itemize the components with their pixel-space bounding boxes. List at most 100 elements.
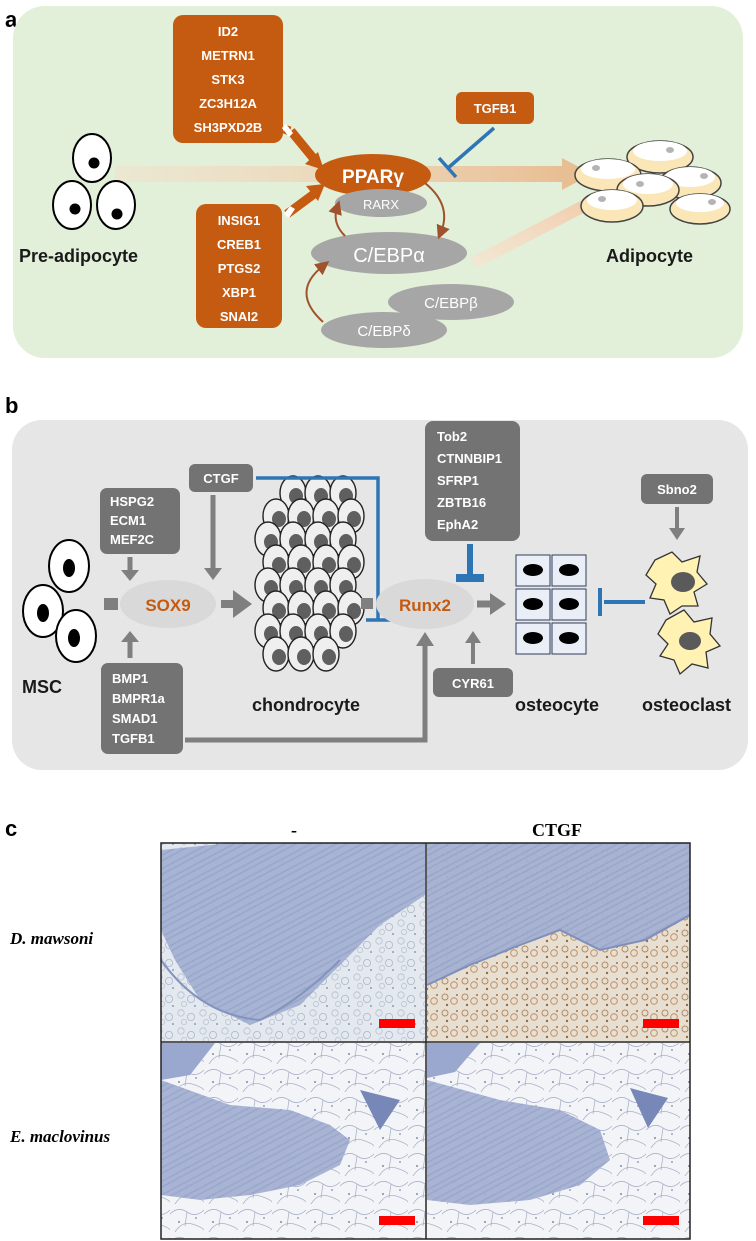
upper-gene-0: ID2 <box>218 24 238 39</box>
panel-letter-c: c <box>5 816 17 841</box>
cebpd-node <box>321 312 447 348</box>
bmp-gene-0: BMP1 <box>112 671 148 686</box>
tob2-gene-0: Tob2 <box>437 429 467 444</box>
chondrocyte-nucleus <box>297 511 311 527</box>
sbno2-arrowhead <box>669 528 685 540</box>
pparg-node <box>315 154 431 196</box>
osteocyte-grid <box>515 554 587 655</box>
cyr61-arrowhead <box>465 631 481 643</box>
sox9-arrows <box>104 495 252 658</box>
tgfb1-inhibition-bar <box>437 156 458 179</box>
upper-gene-2: STK3 <box>211 72 244 87</box>
chondrocyte-nucleus <box>322 649 336 665</box>
cebpa-label: C/EBPα <box>353 245 425 267</box>
chondrocyte-nucleus <box>297 649 311 665</box>
pre-adipocyte-cells <box>52 133 136 230</box>
adipocyte-cells <box>574 140 731 225</box>
micrograph-d-mawsoni-ctgf <box>426 843 691 1041</box>
ctgf-label: CTGF <box>203 471 238 486</box>
bmp-gene-3: TGFB1 <box>112 731 155 746</box>
pre-adipocyte-label: Pre-adipocyte <box>19 246 138 266</box>
ctgf-box <box>189 464 253 492</box>
micrograph-e-maclovinus-ctgf <box>427 1043 690 1239</box>
chondrocyte-nucleus <box>322 603 336 619</box>
activation-arrow-lower <box>284 184 325 218</box>
micrograph-d-mawsoni-control <box>160 843 425 1041</box>
column-label-control: - <box>291 820 297 840</box>
bmp-to-runx2-line <box>185 644 428 743</box>
cebpa-node <box>311 232 467 274</box>
hspg2-gene-1: ECM1 <box>110 513 146 528</box>
sbno2-box <box>641 474 713 504</box>
pparg-to-cebpa-arrow <box>424 182 450 240</box>
bmp-gene-2: SMAD1 <box>112 711 158 726</box>
runx2-label: Runx2 <box>399 596 451 615</box>
upper-gene-1: METRN1 <box>201 48 254 63</box>
chondrocyte-nucleus <box>339 626 353 642</box>
lower-gene-3: XBP1 <box>222 285 256 300</box>
micrograph-e-maclovinus-control <box>161 1043 425 1239</box>
lower-gene-2: PTGS2 <box>218 261 261 276</box>
activation-arrow-upper <box>282 124 324 170</box>
chondrocyte-label: chondrocyte <box>252 695 360 715</box>
upper-gene-box <box>173 15 283 143</box>
chondrocyte-nucleus <box>322 511 336 527</box>
panel-letter-a: a <box>5 7 18 32</box>
sbno2-label: Sbno2 <box>657 482 697 497</box>
rarx-label: RARX <box>363 197 399 212</box>
bmp-box <box>101 663 183 754</box>
bmp-gene-1: BMPR1a <box>112 691 166 706</box>
tgfb1-label: TGFB1 <box>474 101 517 116</box>
chondrocyte-nucleus <box>272 649 286 665</box>
lower-gene-0: INSIG1 <box>218 213 261 228</box>
cebpb-label: C/EBPβ <box>424 295 478 312</box>
lower-gene-4: SNAI2 <box>220 309 258 324</box>
panel-letter-b: b <box>5 393 18 418</box>
panel-a: a Pre-adipocyte <box>5 6 743 358</box>
runx2-to-osteocyte-arrowhead <box>490 593 506 615</box>
cebpd-label: C/EBPδ <box>357 323 410 340</box>
adipocyte-label: Adipocyte <box>606 246 693 266</box>
chondrocyte-nucleus <box>297 603 311 619</box>
chondrocyte-nucleus <box>272 603 286 619</box>
cebpb-node <box>388 284 514 320</box>
tgfb1-inhibition-line <box>446 126 496 170</box>
hspg2-gene-2: MEF2C <box>110 532 155 547</box>
cyr61-box <box>433 668 513 697</box>
chondrocyte-nucleus <box>347 511 361 527</box>
panel-b: b MSC HSPG2 ECM1 MEF2C CTGF BMP1 BMPR1a … <box>5 393 748 770</box>
chondro-to-runx2-stub <box>361 598 373 609</box>
bmp-to-runx2-arrowhead <box>416 632 434 646</box>
rarx-node <box>335 189 427 217</box>
tob2-gene-3: ZBTB16 <box>437 495 486 510</box>
hspg2-box <box>100 488 180 554</box>
tgfb1-box <box>456 92 534 124</box>
ctgf-inhibition-line <box>256 476 380 620</box>
micrograph-grid-dividers <box>161 843 690 1239</box>
chondrocyte-nucleus <box>272 557 286 573</box>
row-label-d-mawsoni: D. mawsoni <box>9 929 93 948</box>
chondrocyte-nucleus <box>347 603 361 619</box>
chondrocyte-nucleus <box>272 511 286 527</box>
tob2-gene-1: CTNNBIP1 <box>437 451 502 466</box>
pparg-label: PPARγ <box>342 167 404 188</box>
column-label-ctgf: CTGF <box>532 820 582 840</box>
hspg2-gene-0: HSPG2 <box>110 494 154 509</box>
row-label-e-maclovinus: E. maclovinus <box>9 1127 111 1146</box>
msc-label: MSC <box>22 677 62 697</box>
chondrocyte-cluster <box>254 475 365 672</box>
cyr61-label: CYR61 <box>452 676 494 691</box>
msc-cells <box>22 539 97 663</box>
upper-gene-3: ZC3H12A <box>199 96 257 111</box>
cebpa-to-pparg-arrow <box>328 200 346 237</box>
osteocyte-label: osteocyte <box>515 695 599 715</box>
lower-gene-box <box>196 204 282 328</box>
cebpa-to-adipocyte-arrow <box>470 196 597 268</box>
panel-c: c - CTGF D. mawsoni E. maclovinus <box>5 816 691 1240</box>
sox9-node <box>120 580 216 628</box>
tob2-gene-2: SFRP1 <box>437 473 479 488</box>
chondrocyte-nucleus <box>347 557 361 573</box>
lower-gene-1: CREB1 <box>217 237 261 252</box>
chondrocyte-nucleus <box>297 557 311 573</box>
chondrocyte-nucleus <box>322 557 336 573</box>
